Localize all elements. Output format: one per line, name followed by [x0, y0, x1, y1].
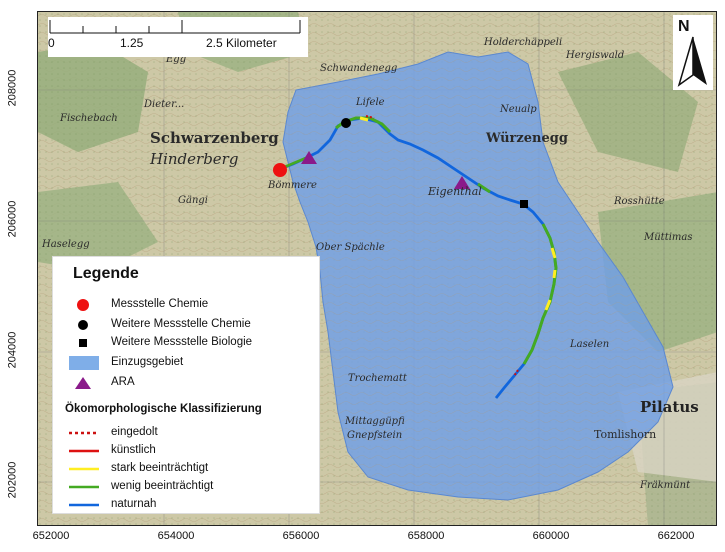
- yellow-line-icon: [69, 467, 99, 471]
- scale-bar: 0 1.25 2.5 Kilometer: [48, 17, 308, 57]
- legend-label: stark beeinträchtigt: [111, 462, 209, 474]
- y-tick: 202000: [6, 461, 19, 499]
- scale-bar-ruler: [49, 20, 301, 34]
- place-muttimas: Müttimas: [644, 232, 693, 243]
- catchment-relief: [283, 52, 673, 500]
- ara-marker[interactable]: [454, 176, 470, 189]
- messstelle-chemie-marker[interactable]: [273, 163, 287, 177]
- place-fracmunt: Fräkmünt: [640, 480, 691, 491]
- legend-item-einzugsgebiet: Einzugsgebiet: [53, 355, 313, 371]
- place-gnepfstein: Gnepfstein: [347, 430, 403, 441]
- place-fischebach: Fischebach: [60, 113, 118, 124]
- legend-label: Einzugsgebiet: [111, 356, 184, 368]
- legend-label: naturnah: [111, 498, 157, 510]
- north-arrow-icon: [677, 36, 707, 87]
- legend-class-naturnah: naturnah: [53, 497, 313, 513]
- place-schwandenegg: Schwandenegg: [320, 63, 398, 74]
- place-mittaggupfi: Mittaggüpfi: [345, 416, 405, 427]
- place-gangi: Gängi: [178, 195, 208, 206]
- legend-label: Messstelle Chemie: [111, 298, 209, 310]
- blue-line-icon: [69, 503, 99, 507]
- legend-class-wenig: wenig beeinträchtigt: [53, 479, 313, 495]
- y-tick: 208000: [6, 69, 19, 107]
- place-diettere: Dieter...: [144, 99, 185, 110]
- x-tick: 660000: [532, 530, 570, 542]
- classification-title: Ökomorphologische Klassifizierung: [65, 403, 262, 415]
- stream-stark-segment[interactable]: [544, 299, 552, 311]
- legend-label: wenig beeinträchtigt: [111, 480, 214, 492]
- place-bommere: Bömmere: [268, 180, 317, 191]
- legend-label: Weitere Messstelle Biologie: [111, 336, 253, 348]
- place-trochematt: Trochematt: [348, 373, 407, 384]
- ara-marker[interactable]: [301, 151, 317, 164]
- green-line-icon: [69, 485, 99, 489]
- place-holderchappeli: Holderchäppeli: [484, 37, 563, 48]
- place-schwarzenberg: Schwarzenberg: [150, 129, 279, 147]
- legend-class-eingedolt: eingedolt: [53, 425, 313, 441]
- place-pilatus: Pilatus: [640, 398, 699, 416]
- legend-class-kunstlich: künstlich: [53, 443, 313, 459]
- legend-label: eingedolt: [111, 426, 158, 438]
- x-tick: 656000: [282, 530, 320, 542]
- stream-wenig-segment[interactable]: [522, 223, 558, 365]
- legend-label: künstlich: [111, 444, 156, 456]
- legend: Legende Messstelle Chemie Weitere Messst…: [52, 256, 320, 514]
- legend-item-weitere-biologie: Weitere Messstelle Biologie: [53, 335, 313, 351]
- place-haselegg: Haselegg: [42, 239, 90, 250]
- stream-stark-segment[interactable]: [550, 247, 557, 259]
- dotted-red-line-icon: [69, 431, 99, 435]
- legend-label: Weitere Messstelle Chemie: [111, 318, 251, 330]
- red-line-icon: [69, 449, 99, 453]
- x-tick: 652000: [32, 530, 70, 542]
- place-neualp: Neualp: [500, 104, 537, 115]
- place-hinderberg: Hinderberg: [150, 150, 239, 168]
- stream-stark-segment[interactable]: [359, 116, 369, 122]
- place-tomlishorn: Tomlishorn: [594, 428, 657, 441]
- legend-item-messstelle-chemie: Messstelle Chemie: [53, 297, 313, 313]
- place-laselen: Laselen: [570, 339, 610, 350]
- legend-class-stark: stark beeinträchtigt: [53, 461, 313, 477]
- place-obersparkle: Ober Spächle: [316, 242, 385, 253]
- scale-label-2: 2.5 Kilometer: [206, 36, 277, 50]
- black-circle-icon: [78, 320, 88, 330]
- place-hergiswald: Hergiswald: [566, 50, 625, 61]
- legend-item-weitere-chemie: Weitere Messstelle Chemie: [53, 317, 313, 333]
- y-tick: 204000: [6, 331, 19, 369]
- stream-stark-segment[interactable]: [552, 269, 557, 279]
- scale-label-0: 0: [48, 36, 55, 50]
- black-square-icon: [79, 339, 87, 347]
- north-arrow: [673, 15, 713, 90]
- x-tick: 654000: [157, 530, 195, 542]
- x-tick: 662000: [657, 530, 695, 542]
- blue-patch-icon: [69, 356, 99, 370]
- place-rosshutte: Rosshütte: [614, 196, 665, 207]
- red-circle-icon: [77, 299, 89, 311]
- place-eigenthal: Eigenthal: [428, 185, 482, 198]
- purple-triangle-icon: [75, 377, 91, 389]
- place-wurzenegg: Würzenegg: [486, 131, 568, 146]
- x-tick: 658000: [407, 530, 445, 542]
- place-egg: Egg: [166, 54, 187, 65]
- legend-label: ARA: [111, 376, 135, 388]
- place-lifele: Lifele: [356, 97, 385, 108]
- legend-item-ara: ARA: [53, 375, 313, 391]
- legend-title: Legende: [73, 265, 139, 282]
- weitere-messstelle-biologie-marker[interactable]: [520, 200, 528, 208]
- stream-eingedolt-segment[interactable]: [365, 115, 375, 119]
- y-tick: 206000: [6, 200, 19, 238]
- stream-eingedolt-segment[interactable]: [513, 369, 519, 377]
- weitere-messstelle-chemie-marker[interactable]: [341, 118, 351, 128]
- stream-wenig-segment[interactable]: [477, 182, 491, 194]
- scale-label-1: 1.25: [120, 36, 144, 50]
- north-label: N: [678, 18, 690, 35]
